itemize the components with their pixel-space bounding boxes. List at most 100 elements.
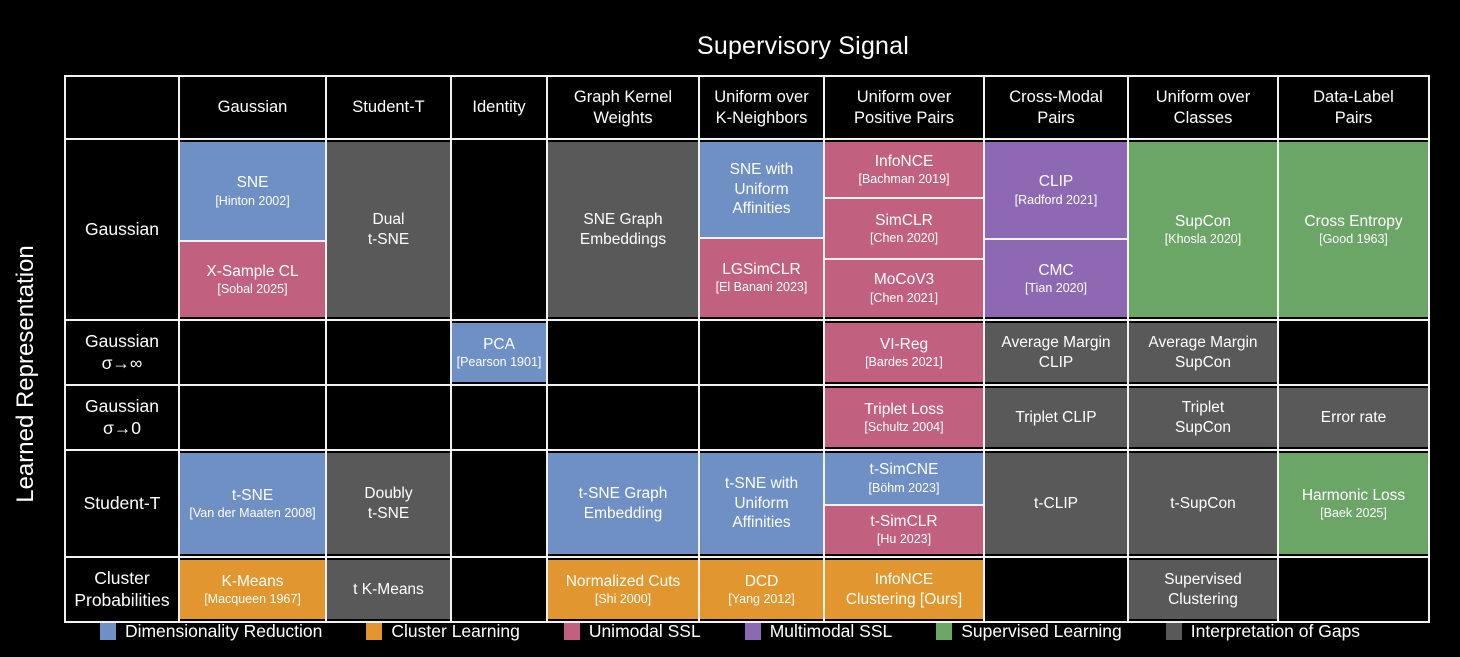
column-header-cross-modal-pairs: Cross-Modal Pairs (983, 75, 1129, 140)
empty-cell (983, 556, 1129, 623)
empty-cell (1277, 319, 1430, 386)
cell-x-sample-cl: X-Sample CL [Sobal 2025] (181, 240, 324, 317)
corner-cell (64, 75, 180, 140)
cell-harmonic-loss: Harmonic Loss[Baek 2025] (1280, 453, 1427, 554)
method-citation: [Sobal 2025] (217, 282, 288, 297)
matrix-cell: t-SimCNE[Böhm 2023]t-SimCLR[Hu 2023] (823, 449, 985, 558)
legend: Dimensionality Reduction Cluster Learning… (0, 621, 1460, 642)
cell-t-sne-with-uniform-affinities: t-SNE with Uniform Affinities (701, 453, 822, 554)
legend-label: Cluster Learning (391, 621, 520, 641)
matrix-cell: Harmonic Loss[Baek 2025] (1277, 449, 1430, 558)
method-name: CLIP (1038, 173, 1074, 191)
method-citation: [Bardes 2021] (865, 354, 943, 369)
method-name: Triplet SupCon (1174, 399, 1231, 436)
method-name: Normalized Cuts (565, 572, 681, 590)
cell-t-supcon: t-SupCon (1130, 453, 1276, 554)
method-name: SNE with Uniform Affinities (729, 161, 794, 217)
matrix-cell: Supervised Clustering (1127, 556, 1279, 623)
matrix-cell: Cross Entropy[Good 1963] (1277, 138, 1430, 321)
cell-infonce-clustering-ours: InfoNCE Clustering [Ours] (826, 560, 982, 619)
method-citation: [Chen 2020] (869, 230, 939, 245)
legend-swatch-supervised-learning (936, 623, 953, 640)
empty-cell (546, 319, 700, 386)
legend-item-cluster-learning: Cluster Learning (366, 621, 520, 642)
cell-sne-graph-embeddings: SNE Graph Embeddings (549, 142, 697, 317)
row-label-student-t: Student-T (64, 449, 180, 558)
matrix-cell: Dual t-SNE (325, 138, 452, 321)
method-name: Triplet CLIP (1015, 408, 1097, 426)
cell-cross-entropy: Cross Entropy[Good 1963] (1280, 142, 1427, 317)
legend-swatch-dimensionality-reduction (99, 623, 116, 640)
method-citation: [Yang 2012] (728, 591, 795, 606)
cell-t-sne: t-SNE[Van der Maaten 2008] (181, 453, 324, 554)
method-name: DCD (744, 572, 779, 590)
cell-error-rate: Error rate (1280, 388, 1427, 447)
empty-cell (325, 384, 452, 451)
cell-lgsimclr: LGSimCLR[El Banani 2023] (701, 236, 822, 317)
method-name: t K-Means (353, 580, 424, 598)
legend-swatch-unimodal-ssl (563, 623, 580, 640)
method-citation: [Chen 2021] (869, 290, 939, 305)
empty-cell (325, 319, 452, 386)
cell-t-clip: t-CLIP (986, 453, 1126, 554)
legend-item-supervised-learning: Supervised Learning (936, 621, 1122, 642)
row-label-cluster-probabilities: Cluster Probabilities (64, 556, 180, 623)
matrix-cell: InfoNCE Clustering [Ours] (823, 556, 985, 623)
method-citation: [Van der Maaten 2008] (189, 505, 316, 520)
row-label-gaussian-sigma-0: Gaussian σ→0 (64, 384, 180, 451)
cell-t-simclr: t-SimCLR[Hu 2023] (826, 503, 982, 554)
matrix-cell: Triplet CLIP (983, 384, 1129, 451)
legend-label: Dimensionality Reduction (124, 621, 323, 641)
matrix-cell: t-SNE[Van der Maaten 2008] (178, 449, 327, 558)
matrix-cell: K-Means[Macqueen 1967] (178, 556, 327, 623)
method-name: Triplet Loss (864, 400, 944, 418)
method-name: MoCoV3 (873, 271, 935, 289)
legend-label: Unimodal SSL (588, 621, 701, 641)
cell-pca: PCA[Pearson 1901] (453, 323, 545, 382)
empty-cell (698, 384, 825, 451)
matrix-cell: DCD[Yang 2012] (698, 556, 825, 623)
method-name: Cross Entropy (1304, 212, 1403, 230)
method-name: InfoNCE (874, 152, 934, 170)
cell-triplet-loss: Triplet Loss[Schultz 2004] (826, 388, 982, 447)
column-header-uniform-over-classes: Uniform over Classes (1127, 75, 1279, 140)
matrix-cell: t-SupCon (1127, 449, 1279, 558)
method-name: Error rate (1320, 408, 1387, 426)
cell-dcd: DCD[Yang 2012] (701, 560, 822, 619)
method-name: Supervised Clustering (1164, 571, 1242, 608)
cell-doubly-t-sne: Doubly t-SNE (328, 453, 449, 554)
column-header-data-label-pairs: Data-Label Pairs (1277, 75, 1430, 140)
legend-swatch-interpretation-of-gaps (1165, 623, 1182, 640)
legend-label: Supervised Learning (961, 621, 1122, 641)
method-name: X-Sample CL (206, 262, 299, 280)
method-citation: [Baek 2025] (1320, 505, 1387, 520)
method-citation: [Schultz 2004] (864, 419, 944, 434)
cell-t-sne-graph-embedding: t-SNE Graph Embedding (549, 453, 697, 554)
legend-swatch-multimodal-ssl (744, 623, 761, 640)
legend-item-multimodal-ssl: Multimodal SSL (744, 621, 892, 642)
method-name: CMC (1038, 261, 1074, 279)
column-header-graph-kernel-weights: Graph Kernel Weights (546, 75, 700, 140)
legend-item-dimensionality-reduction: Dimensionality Reduction (99, 621, 323, 642)
method-citation: [Good 1963] (1319, 231, 1388, 246)
matrix-cell: Triplet Loss[Schultz 2004] (823, 384, 985, 451)
matrix-cell: CLIP[Radford 2021]CMC[Tian 2020] (983, 138, 1129, 321)
method-name: t-SimCLR (870, 512, 938, 530)
column-header-identity: Identity (450, 75, 548, 140)
method-citation: [Shi 2000] (594, 591, 652, 606)
column-header-student-t: Student-T (325, 75, 452, 140)
method-citation: [Khosla 2020] (1164, 231, 1242, 246)
cell-supervised-clustering: Supervised Clustering (1130, 560, 1276, 619)
method-citation: [Radford 2021] (1014, 192, 1098, 207)
cell-average-margin-clip: Average Margin CLIP (986, 323, 1126, 382)
method-citation: [Bachman 2019] (858, 172, 950, 187)
method-name: InfoNCE Clustering [Ours] (845, 571, 963, 608)
matrix-cell: t-SNE Graph Embedding (546, 449, 700, 558)
method-name: K-Means (221, 572, 284, 590)
cell-dual-t-sne: Dual t-SNE (328, 142, 449, 317)
y-axis-label: Learned Representation (12, 245, 39, 503)
method-name: Average Margin CLIP (1001, 334, 1111, 371)
method-name: Average Margin SupCon (1148, 334, 1258, 371)
row-label-gaussian-sigma-inf: Gaussian σ→∞ (64, 319, 180, 386)
